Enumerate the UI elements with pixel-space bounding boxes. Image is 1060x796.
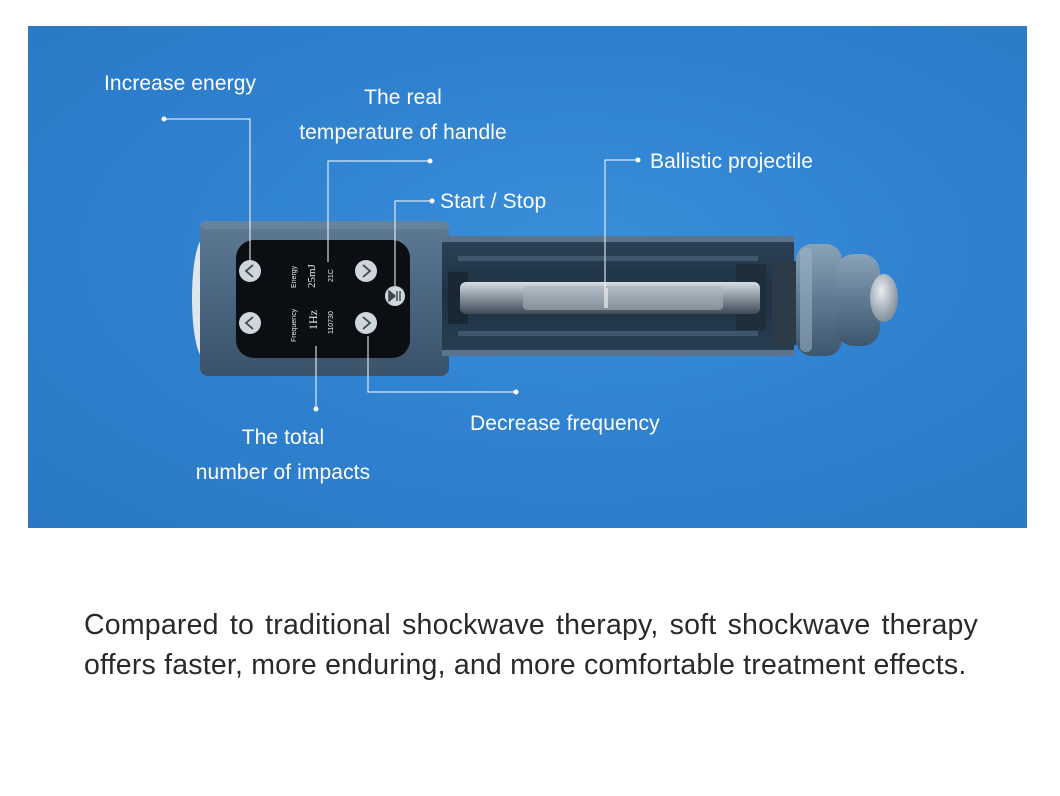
decrease-energy-button[interactable] <box>355 260 377 282</box>
chevron-right-icon <box>362 264 372 278</box>
callout-total-impacts-line2: number of impacts <box>195 461 371 484</box>
chevron-left-icon <box>244 264 254 278</box>
callout-decrease-frequency: Decrease frequency <box>470 412 660 435</box>
device-illustration: Energy 25mJ 21C Frequency 1Hz 110730 <box>161 116 898 412</box>
applicator-cap <box>772 244 898 356</box>
callout-increase-energy: Increase energy <box>104 72 257 95</box>
callout-ballistic-projectile: Ballistic projectile <box>650 150 814 173</box>
energy-label: Energy <box>291 265 298 288</box>
callout-total-impacts-line1: The total <box>241 426 325 449</box>
energy-value: 25mJ <box>306 263 318 288</box>
leader-increase-energy <box>164 118 251 262</box>
callout-temperature-line1: The real <box>364 86 442 109</box>
callout-start-stop: Start / Stop <box>440 190 547 213</box>
chevron-left-icon <box>244 316 254 330</box>
frequency-label: Frequency <box>291 308 298 342</box>
leader-dots <box>161 116 641 412</box>
caption-paragraph: Compared to traditional shockwave therap… <box>84 609 978 681</box>
leader-lines <box>164 118 638 409</box>
frequency-value: 1Hz <box>306 310 320 330</box>
temperature-value: 21C <box>328 269 335 282</box>
diagram-panel: Energy 25mJ 21C Frequency 1Hz 110730 Inc… <box>28 26 1027 528</box>
impacts-value: 110730 <box>328 311 335 334</box>
leader-ballistic <box>604 159 638 288</box>
projectile-rod <box>460 282 760 314</box>
leader-decrease-frequency <box>367 336 516 393</box>
chevron-right-icon <box>362 316 372 330</box>
leader-start-stop <box>394 200 432 286</box>
leader-temperature <box>327 160 430 262</box>
control-screen <box>236 240 410 358</box>
decrease-frequency-button[interactable] <box>355 312 377 334</box>
display-readouts: Energy 25mJ 21C Frequency 1Hz 110730 <box>291 263 335 342</box>
play-pause-icon <box>388 289 401 303</box>
increase-energy-button[interactable] <box>239 260 261 282</box>
increase-frequency-button[interactable] <box>239 312 261 334</box>
callout-temperature-line2: temperature of handle <box>299 121 507 144</box>
start-stop-button[interactable] <box>385 286 405 306</box>
